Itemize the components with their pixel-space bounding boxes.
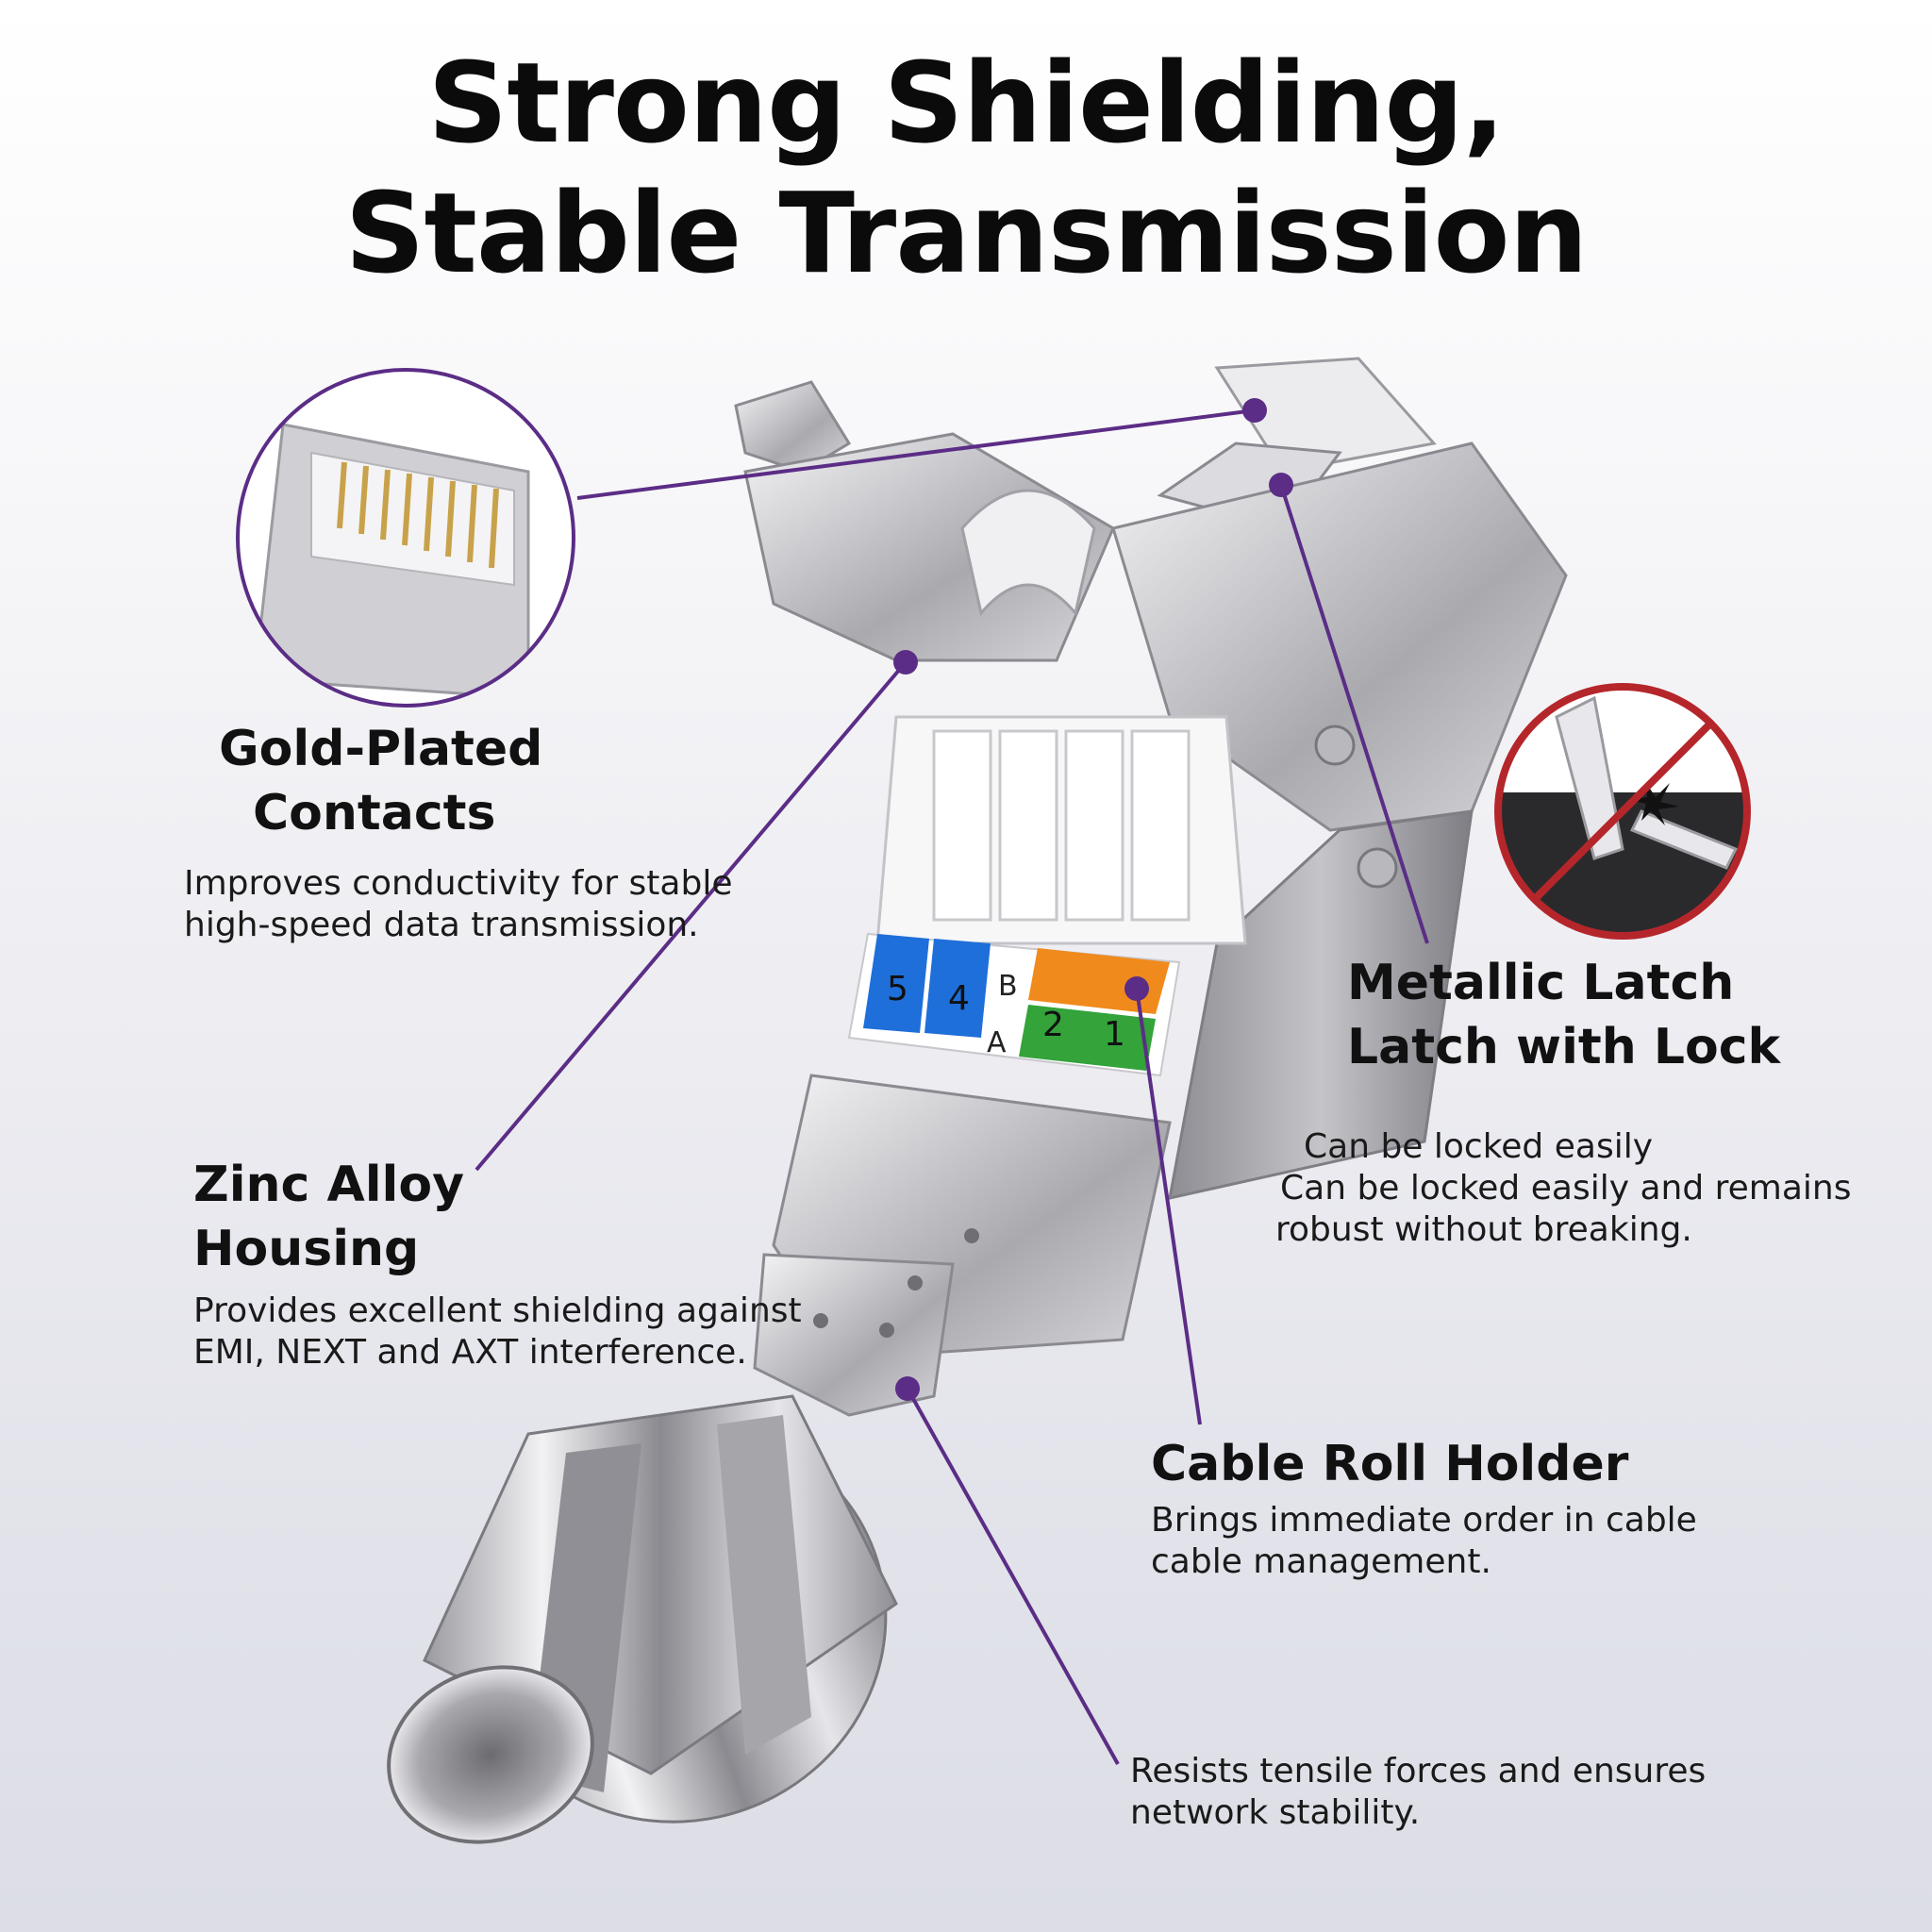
title-line-2: Stable Transmission (344, 168, 1588, 298)
wire-labels: 5 4 B A 2 1 (887, 970, 1125, 1059)
gold-plated-description: Improves conductivity for stable high-sp… (184, 864, 733, 944)
zinc-alloy-title: Zinc Alloy Housing (193, 1157, 464, 1277)
cable-roll-description: Brings immediate order in cable cable ma… (1151, 1501, 1697, 1581)
gold-plated-title: Gold-Plated Contacts (219, 721, 543, 841)
page-title: Strong Shielding, Stable Transmission (0, 38, 1932, 298)
cable-roll-title: Cable Roll Holder (1151, 1436, 1629, 1492)
title-line-1: Strong Shielding, (427, 38, 1505, 168)
rj45-plug-closeup-icon (236, 368, 575, 708)
tensile-description: Resists tensile forces and ensures netwo… (1130, 1752, 1707, 1832)
broken-plastic-latch-prohibited-icon (1494, 683, 1751, 940)
wire-label-1: 1 (1104, 1015, 1125, 1054)
wire-label-2: 2 (1042, 1006, 1064, 1044)
leader-lines (475, 408, 1429, 1765)
wire-label-a: A (987, 1026, 1007, 1059)
metallic-latch-title: Metallic Latch Latch with Lock (1347, 955, 1781, 1075)
wire-label-b: B (998, 970, 1018, 1003)
wire-label-5: 5 (887, 970, 908, 1008)
leader-dots (893, 398, 1293, 1401)
wire-label-4: 4 (948, 979, 970, 1018)
zinc-alloy-description: Provides excellent shielding against EMI… (193, 1291, 802, 1372)
metallic-latch-description: Can be locked easily Can be locked easil… (1275, 1127, 1852, 1249)
connector-illustration (387, 357, 1568, 1844)
